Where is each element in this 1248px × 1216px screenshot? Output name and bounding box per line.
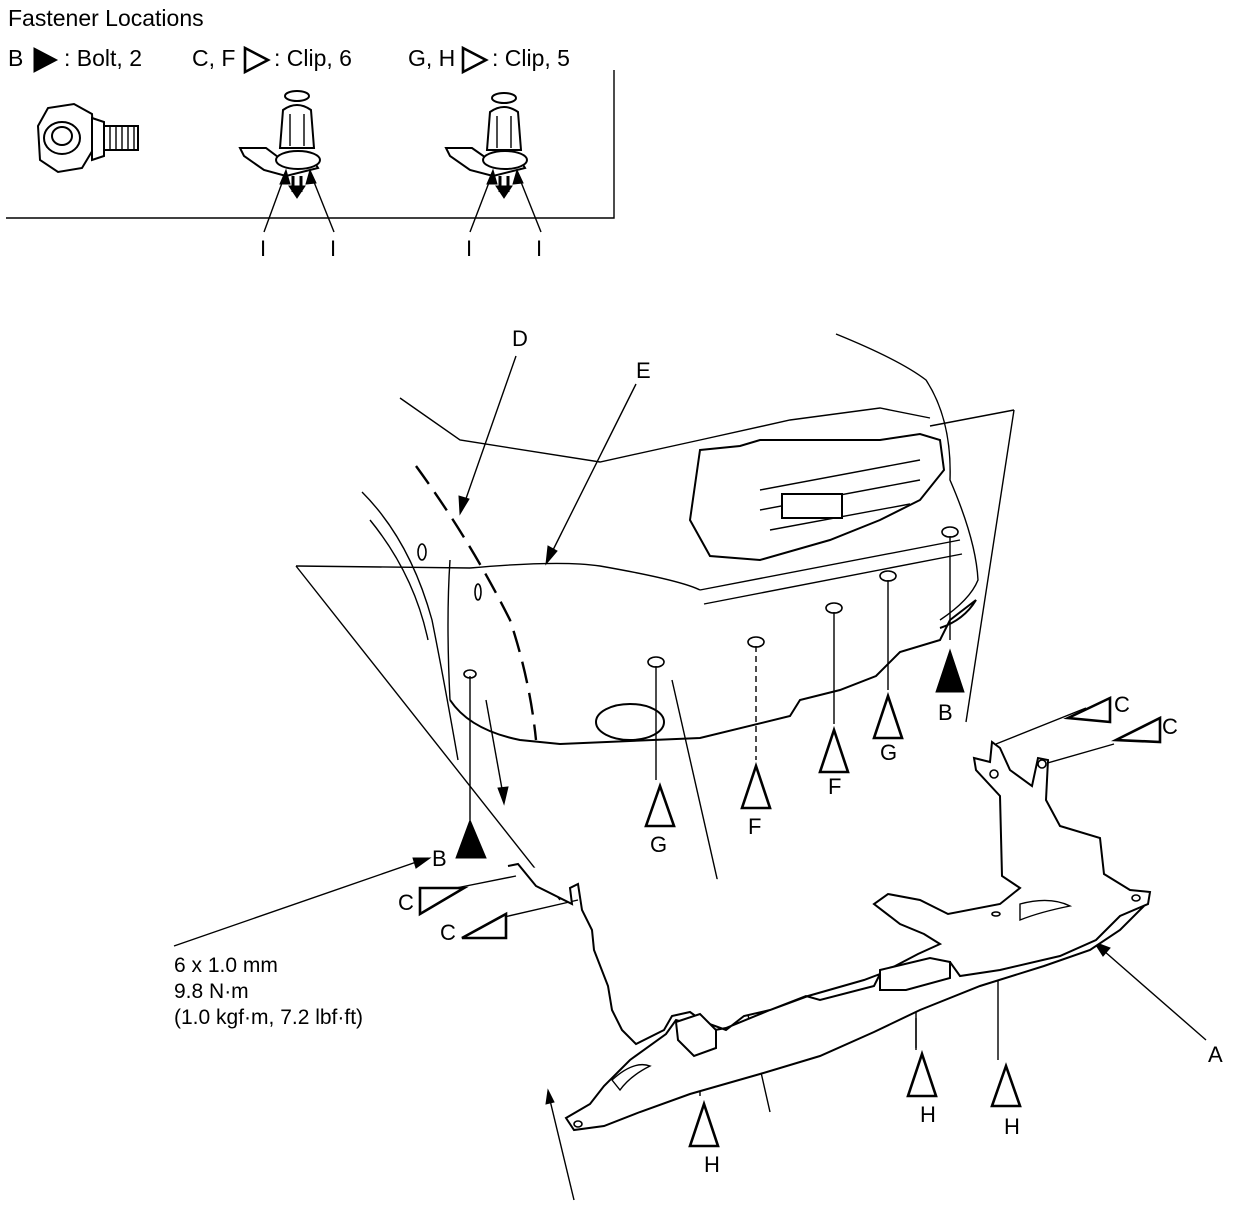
callout-i-1: I (260, 236, 266, 261)
diagram-title: Fastener Locations (8, 5, 204, 31)
bolt-icon (36, 102, 139, 174)
leader-lines (173, 355, 1207, 1041)
label-h-1: H (704, 1152, 720, 1177)
legend-clip-gh: G, H : Clip, 5 (408, 45, 570, 75)
callout-i-4: I (536, 236, 542, 261)
label-f-1: F (828, 774, 841, 799)
label-c-3: C (398, 890, 414, 915)
open-triangle-icon (243, 45, 271, 75)
label-g-1: G (880, 740, 897, 765)
open-triangle-icon (644, 782, 676, 828)
legend-bolt: B : Bolt, 2 (8, 45, 142, 73)
dashed-guide-d (415, 465, 538, 741)
fastener-symbols (418, 648, 1162, 1148)
callout-i-2: I (330, 236, 336, 261)
torque-alt: (1.0 kgf·m, 7.2 lbf·ft) (174, 1006, 363, 1029)
legend-bolt-prefix: B (8, 45, 23, 71)
label-b-right: B (938, 700, 953, 725)
open-triangle-icon (818, 725, 850, 774)
filled-triangle-icon (33, 47, 59, 73)
open-triangle-icon (906, 1049, 938, 1098)
open-triangle-icon (1063, 695, 1112, 724)
legend-clip-gh-suffix: : Clip, 5 (492, 45, 570, 71)
label-h-3: H (1004, 1114, 1020, 1139)
torque-nm: 9.8 N·m (174, 980, 249, 1003)
open-triangle-icon (461, 911, 508, 940)
clip-callout-lines-1 (263, 168, 335, 233)
legend-frame (6, 70, 615, 219)
clip-callout-lines-2 (469, 168, 542, 233)
open-triangle-icon (418, 886, 469, 917)
filled-triangle-icon (455, 818, 487, 859)
legend-clip-cf: C, F : Clip, 6 (192, 45, 352, 75)
label-h-2: H (920, 1102, 936, 1127)
legend-clip-cf-prefix: C, F (192, 45, 235, 71)
label-c-1: C (1114, 692, 1130, 717)
legend-clip-gh-prefix: G, H (408, 45, 455, 71)
clip-icon (444, 92, 528, 199)
label-g-2: G (650, 832, 667, 857)
filled-triangle-icon (935, 648, 965, 693)
open-triangle-icon (688, 1099, 720, 1148)
callout-i-3: I (466, 236, 472, 261)
label-c-4: C (440, 920, 456, 945)
open-triangle-icon (740, 761, 772, 810)
label-b-left: B (432, 846, 447, 871)
open-triangle-icon (1110, 715, 1162, 744)
label-a: A (1208, 1042, 1223, 1067)
splash-shield (507, 740, 1152, 1132)
label-e: E (636, 358, 651, 383)
legend-clip-cf-suffix: : Clip, 6 (274, 45, 352, 71)
open-triangle-icon (872, 691, 904, 740)
legend-bolt-suffix: : Bolt, 2 (64, 45, 142, 71)
label-f-2: F (748, 814, 761, 839)
torque-size: 6 x 1.0 mm (174, 954, 278, 977)
label-c-2: C (1162, 714, 1178, 739)
open-triangle-icon (461, 45, 489, 75)
open-triangle-icon (990, 1062, 1022, 1108)
vehicle-front-bumper (295, 333, 1015, 901)
clip-icon (238, 90, 321, 199)
label-d: D (512, 326, 528, 351)
